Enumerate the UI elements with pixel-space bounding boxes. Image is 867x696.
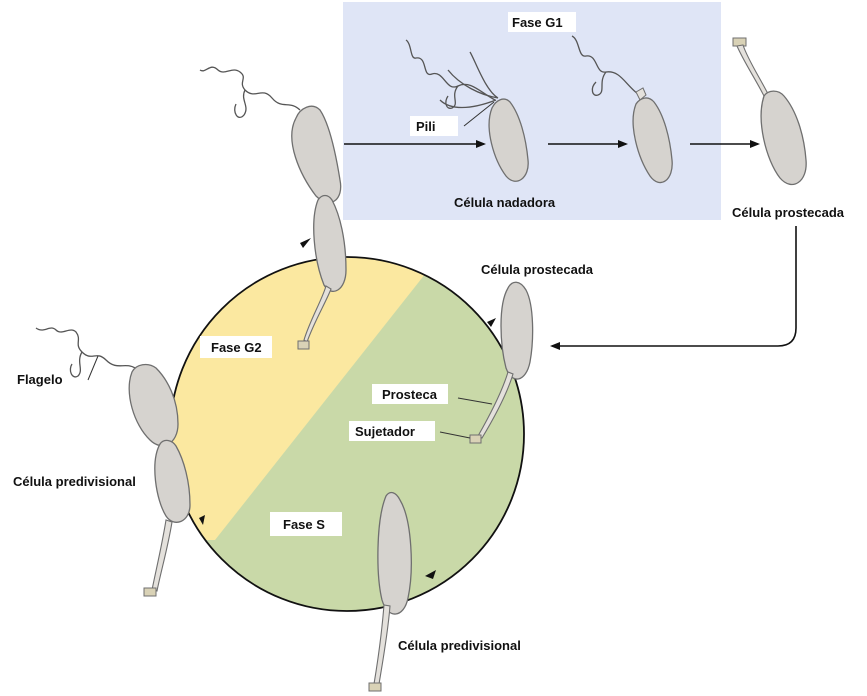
flagellum-leader	[88, 356, 98, 380]
cycle-arrowhead-top-right	[487, 318, 496, 327]
stalk	[737, 45, 768, 96]
stalked-cell-top	[733, 38, 806, 184]
return-arrow	[552, 226, 796, 346]
cell-body	[761, 91, 806, 184]
holdfast-label: Sujetador	[355, 424, 415, 439]
pili-label: Pili	[416, 119, 436, 134]
predivisional-cell-left	[36, 328, 190, 596]
flagellum	[36, 328, 138, 370]
holdfast	[470, 435, 481, 443]
holdfast	[369, 683, 381, 691]
stalk-label: Prosteca	[382, 387, 438, 402]
cell-cycle-circle	[140, 240, 540, 620]
s-phase-label: Fase S	[283, 517, 325, 532]
g1-phase-label: Fase G1	[512, 15, 563, 30]
predivisional-left-label: Célula predivisional	[13, 474, 136, 489]
stalked-cell-cycle-label: Célula prostecada	[481, 262, 594, 277]
holdfast	[298, 341, 309, 349]
holdfast	[733, 38, 746, 46]
holdfast	[144, 588, 156, 596]
cycle-arrowhead-top-left	[300, 238, 311, 248]
cell-body-upper	[129, 365, 178, 446]
cell-body-upper	[292, 106, 341, 202]
flagellum	[200, 67, 300, 110]
swarmer-cell-label: Célula nadadora	[454, 195, 556, 210]
g2-phase-label: Fase G2	[211, 340, 262, 355]
flagellum-label: Flagelo	[17, 372, 63, 387]
cell-body	[501, 282, 533, 379]
stalked-cell-top-label: Célula prostecada	[732, 205, 845, 220]
stalk	[152, 520, 172, 591]
g1-phase-band	[343, 2, 721, 220]
predivisional-bottom-label: Célula predivisional	[398, 638, 521, 653]
stalk	[374, 605, 390, 684]
